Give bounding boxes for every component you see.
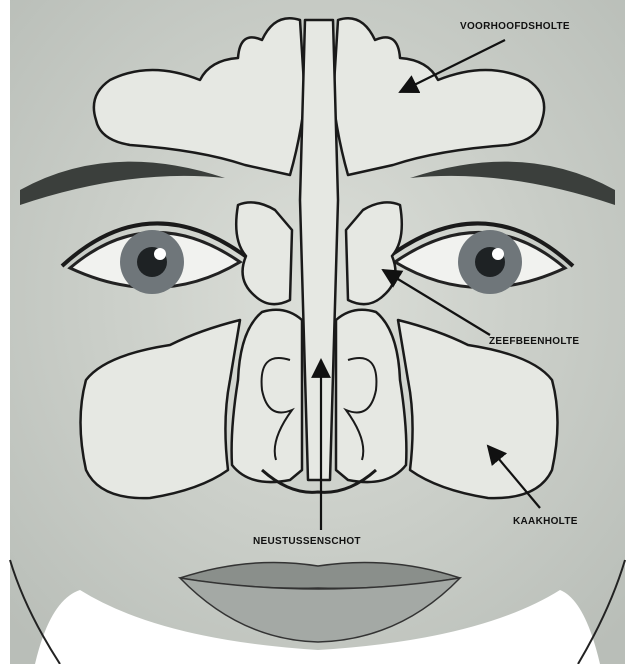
ethmoid-sinus-label: ZEEFBEENHOLTE: [489, 337, 579, 347]
frontal-sinus-label: VOORHOOFDSHOLTE: [460, 22, 570, 32]
septum-column: [300, 20, 338, 480]
nasal-septum-label: NEUSTUSSENSCHOT: [253, 537, 361, 547]
maxillary-sinus-label: KAAKHOLTE: [513, 517, 578, 527]
